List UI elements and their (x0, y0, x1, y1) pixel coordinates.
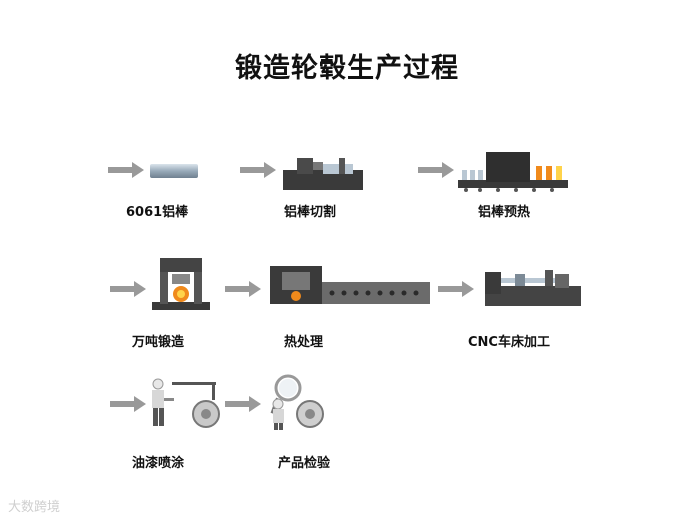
arrow-icon (110, 281, 146, 297)
arrow-icon (438, 281, 474, 297)
step-label-aluminum-bar: 6061铝棒 (126, 205, 189, 220)
step-label-bar-preheating: 铝棒预热 (478, 205, 531, 220)
inspection-icon (270, 374, 324, 430)
arrow-icon (108, 162, 144, 178)
step-label-cnc: CNC车床加工 (468, 335, 550, 350)
arrow-icon (225, 281, 261, 297)
preheating-furnace-icon (458, 152, 568, 192)
page-title: 锻造轮毂生产过程 (235, 53, 459, 84)
step-label-inspection: 产品检验 (278, 456, 331, 471)
heat-treatment-furnace-icon (270, 266, 430, 304)
painting-worker-icon (152, 378, 220, 428)
arrow-icon (225, 396, 261, 412)
step-label-forging: 万吨锻造 (132, 335, 185, 350)
arrow-icon (418, 162, 454, 178)
step-label-bar-cutting: 铝棒切割 (284, 205, 337, 220)
watermark: 大数跨境 (8, 500, 61, 515)
cutting-machine-icon (283, 158, 363, 190)
arrow-icon (110, 396, 146, 412)
forging-press-icon (152, 258, 210, 310)
aluminum-bar-icon (150, 164, 198, 178)
step-label-painting: 油漆喷涂 (132, 456, 185, 471)
step-label-heat-treatment: 热处理 (284, 335, 324, 350)
cnc-lathe-icon (485, 270, 581, 306)
arrow-icon (240, 162, 276, 178)
